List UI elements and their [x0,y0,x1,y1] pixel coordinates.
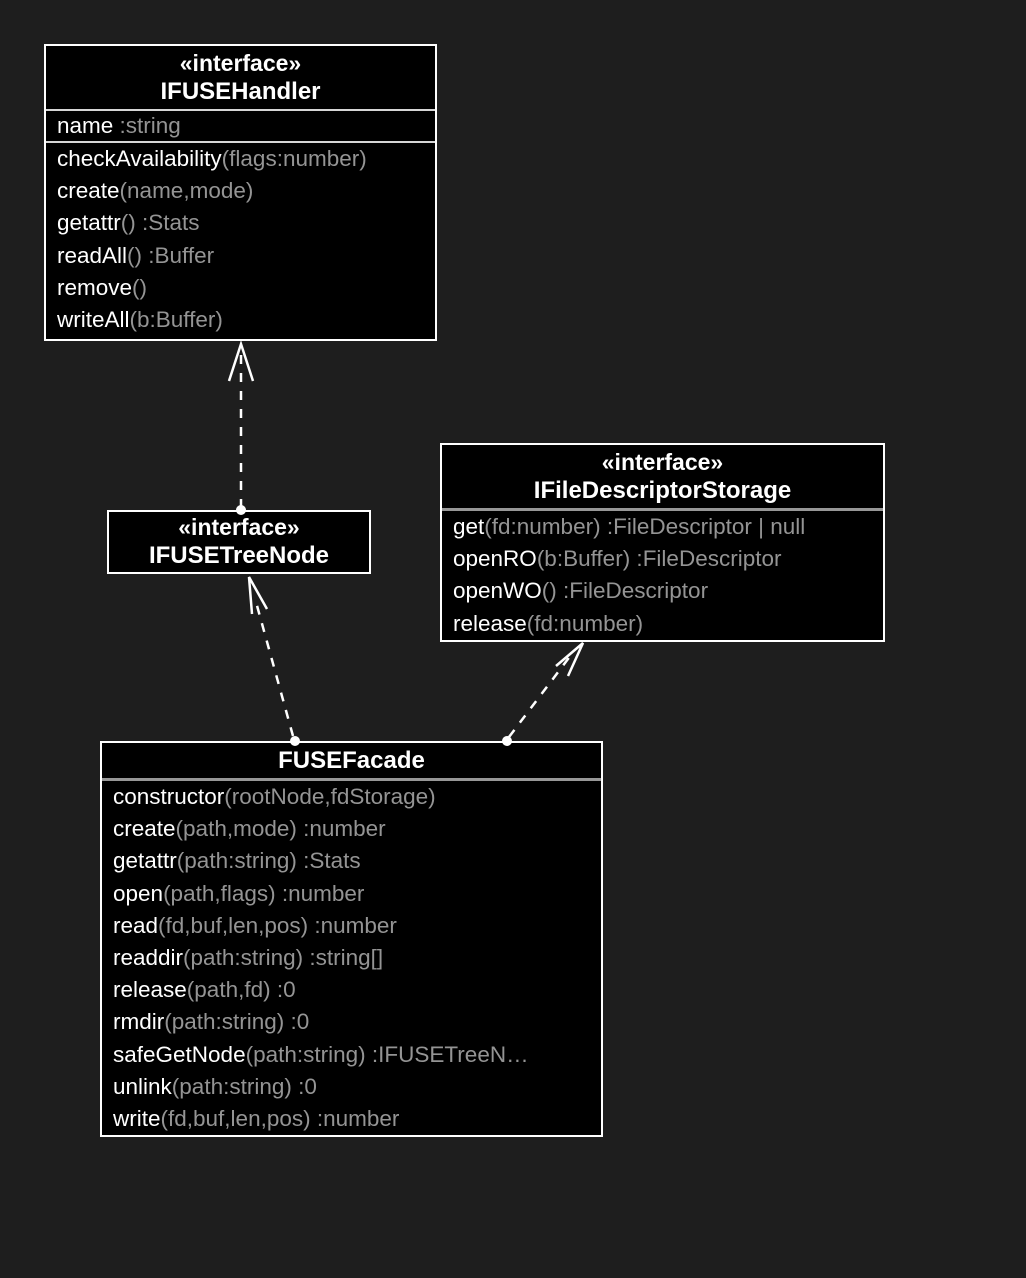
method-row: open(path,flags) :number [113,880,365,906]
method-row: get(fd:number) :FileDescriptor | null [453,514,806,539]
class-name: IFUSETreeNode [148,542,330,569]
method-row: readAll() :Buffer [57,242,215,268]
class-header: «interface» IFUSETreeNode [109,512,369,572]
method-row: release(path,fd) :0 [113,977,296,1003]
edge-facade-to-fdstorage [502,642,585,746]
method-row: unlink(path:string) :0 [113,1073,317,1099]
open-arrowhead-icon [247,576,269,615]
class-header: «interface» IFileDescriptorStorage [442,445,883,508]
method-row: read(fd,buf,len,pos) :number [113,912,397,938]
method-row: readdir(path:string) :string[] [113,945,384,971]
method-row: safeGetNode(path:string) :IFUSETreeN… [113,1041,529,1067]
method-row: create(path,mode) :number [113,816,386,842]
class-node-ifiledescriptorstorage[interactable]: «interface» IFileDescriptorStorage get(f… [440,443,885,642]
edge-facade-to-treenode [247,576,300,746]
class-name: IFileDescriptorStorage [533,477,792,504]
class-node-ifusetreenode[interactable]: «interface» IFUSETreeNode [107,510,371,574]
class-header: «interface» IFUSEHandler [46,46,435,109]
class-node-fusefacade[interactable]: FUSEFacade constructor(rootNode,fdStorag… [100,741,603,1138]
compartment-divider [102,778,601,781]
method-row: writeAll(b:Buffer) [57,307,223,333]
edge-treenode-to-handler [227,339,255,515]
class-name: FUSEFacade [278,747,425,774]
method-row: remove() [57,274,148,300]
stereotype-label: «interface» [179,50,302,76]
attribute-row: name :string [46,111,435,141]
method-row: getattr() :Stats [57,210,200,236]
attribute-signature: :string [113,113,181,138]
attribute-name: name [57,113,114,138]
stereotype-label: «interface» [601,449,724,475]
method-row: rmdir(path:string) :0 [113,1009,310,1035]
class-node-ifusehandler[interactable]: «interface» IFUSEHandler name :string ch… [44,44,437,341]
open-arrowhead-icon [555,642,585,677]
method-row: openWO() :FileDescriptor [453,578,709,604]
class-name: IFUSEHandler [160,78,321,105]
method-row: create(name,mode) [57,178,254,204]
compartment-divider [46,141,435,143]
open-arrowhead-icon [227,339,255,382]
method-row: checkAvailability(flags:number) [57,146,367,171]
compartment-divider [46,109,435,111]
method-row: constructor(rootNode,fdStorage) [113,784,436,809]
method-row: openRO(b:Buffer) :FileDescriptor [453,546,782,572]
method-row: getattr(path:string) :Stats [113,848,361,874]
stereotype-label: «interface» [178,514,300,540]
class-header: FUSEFacade [102,743,601,778]
compartment-divider [442,508,883,511]
method-row: write(fd,buf,len,pos) :number [113,1106,400,1132]
method-row: release(fd:number) [453,610,644,636]
